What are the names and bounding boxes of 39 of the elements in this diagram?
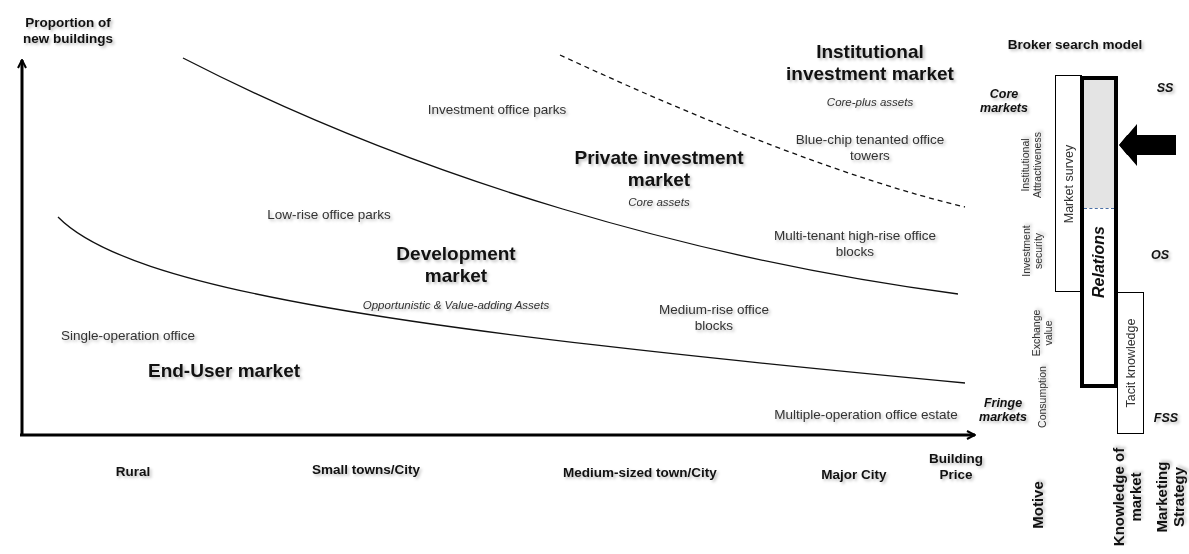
axis-category: Medium-sized town/City xyxy=(562,465,718,481)
market-heading: Private investment market xyxy=(573,147,745,191)
motive-label: Exchange value xyxy=(1029,308,1055,359)
motive-label: Institutional Attractiveness xyxy=(1018,131,1044,200)
asset-note: Core assets xyxy=(627,196,691,210)
strategy-code: SS xyxy=(1155,80,1175,96)
building-type-label: Medium-rise office blocks xyxy=(657,302,770,334)
bar-label: Relations xyxy=(1090,226,1108,299)
building-type-label: Multiple-operation office estate xyxy=(773,407,959,423)
axis-category: Small towns/City xyxy=(311,462,421,478)
motive-label: Investment security xyxy=(1019,224,1045,279)
building-type-label: Blue-chip tenanted office towers xyxy=(795,132,945,164)
axis-category: Major City xyxy=(820,467,888,483)
market-tier-label: Core markets xyxy=(979,86,1029,116)
market-heading: Development market xyxy=(395,243,517,287)
bar-label: Market survey xyxy=(1061,144,1076,223)
survey-bar xyxy=(1055,75,1082,292)
relations-bar xyxy=(1080,76,1118,388)
asset-note: Opportunistic & Value-adding Assets xyxy=(361,299,551,313)
column-heading: Motive xyxy=(1029,480,1047,531)
arrow xyxy=(1119,124,1176,166)
market-heading: Institutional investment market xyxy=(785,41,955,85)
bar-label: Tacit knowledge xyxy=(1123,318,1138,408)
column-heading: Knowledge of market xyxy=(1109,446,1145,549)
asset-note: Core-plus assets xyxy=(825,96,915,110)
motive-label: Consumption xyxy=(1035,365,1049,430)
building-type-label: Low-rise office parks xyxy=(266,207,392,223)
building-type-label: Single-operation office xyxy=(59,328,197,344)
model-title: Broker search model xyxy=(1006,37,1144,53)
strategy-code: OS xyxy=(1149,247,1171,263)
building-type-label: Multi-tenant high-rise office blocks xyxy=(773,228,937,260)
knowledge-bar xyxy=(1117,292,1144,434)
market-heading: End-User market xyxy=(146,360,302,382)
axis-category: Rural xyxy=(114,464,152,480)
axis-title: Proportion of new buildings xyxy=(22,15,114,47)
building-type-label: Investment office parks xyxy=(426,102,568,118)
strategy-code: FSS xyxy=(1152,410,1180,426)
market-tier-label: Fringe markets xyxy=(978,395,1028,425)
axis-title: Building Price xyxy=(928,451,984,483)
